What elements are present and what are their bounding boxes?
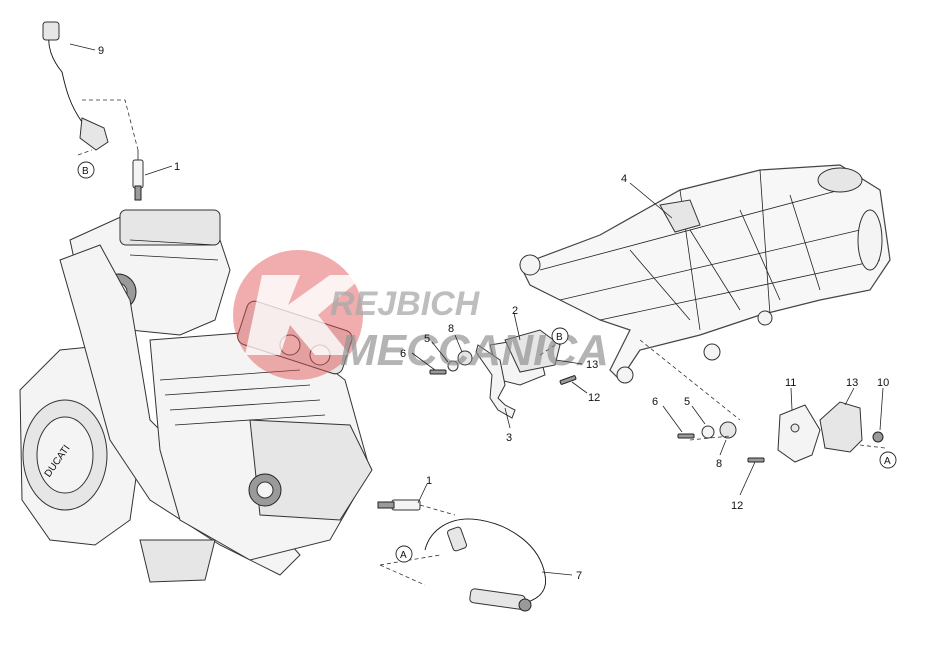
watermark-logo-k-icon [245, 275, 365, 355]
watermark-line1: REJBICH [330, 285, 481, 323]
callout-13-right: 13 [846, 377, 858, 389]
ref-a-bottom: A [400, 550, 407, 561]
ref-b-mid-circle [551, 327, 569, 345]
ref-a-bottom-circle [395, 545, 413, 563]
callout-leaders [69, 43, 884, 576]
callout-7: 7 [576, 570, 582, 582]
callout-1-bottom: 1 [426, 475, 432, 487]
motorcycle-frame [519, 164, 891, 384]
callout-8-left: 8 [448, 323, 454, 335]
callout-5-left: 5 [424, 333, 430, 345]
callout-numbers: 9 1 1 2 3 4 5 5 6 6 7 8 8 10 11 12 12 13… [98, 45, 889, 582]
callout-11: 11 [785, 377, 796, 389]
callout-13-left: 13 [586, 359, 598, 371]
ref-b-mid: B [556, 332, 563, 343]
ref-b-top-circle [77, 161, 95, 179]
callout-5-right: 5 [684, 396, 690, 408]
callout-4: 4 [621, 173, 627, 185]
spark-plug-top [132, 150, 144, 201]
engine-assembly: DUCATI [19, 209, 373, 583]
spark-plug-cable-bottom [424, 518, 547, 612]
ref-b-top: B [82, 166, 89, 177]
callout-6-right: 6 [652, 396, 658, 408]
spark-plug-cable-top [42, 21, 109, 151]
callout-3: 3 [506, 432, 512, 444]
callout-10: 10 [877, 377, 889, 389]
watermark-line2: MECCANICA [340, 326, 609, 375]
ref-a-right-circle [879, 451, 897, 469]
watermark: REJBICH MECCANICA [233, 250, 609, 380]
callout-9: 9 [98, 45, 104, 57]
callout-12-right: 12 [731, 500, 743, 512]
routing-lines [77, 99, 886, 586]
callout-6-left: 6 [400, 348, 406, 360]
callout-12-left: 12 [588, 392, 600, 404]
callout-2: 2 [512, 305, 518, 317]
callout-8-right: 8 [716, 458, 722, 470]
ref-a-right: A [884, 456, 891, 467]
sensor-group-right [677, 401, 884, 463]
reference-markers: B B A A [77, 161, 897, 563]
spark-plug-bottom [377, 499, 421, 511]
callout-1-top: 1 [174, 161, 180, 173]
